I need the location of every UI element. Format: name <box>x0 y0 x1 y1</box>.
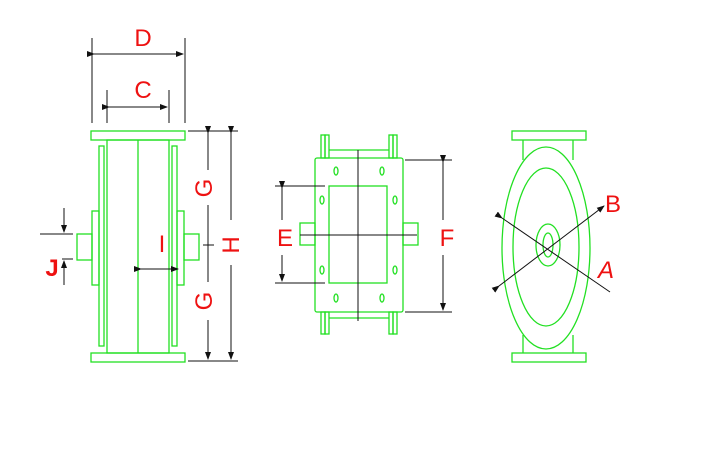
label-G-top: G <box>191 179 218 198</box>
label-E: E <box>277 225 293 252</box>
label-D: D <box>134 25 151 52</box>
label-I: I <box>159 231 166 258</box>
label-G-bottom: G <box>191 292 218 311</box>
label-C: C <box>134 77 151 104</box>
dimension-B <box>491 205 605 293</box>
side-view-dimensions: D C I J G G H <box>40 25 245 362</box>
end-view: B A <box>491 130 621 363</box>
label-H: H <box>218 236 245 253</box>
label-A: A <box>596 257 614 284</box>
label-J: J <box>45 255 58 282</box>
label-B: B <box>605 191 621 218</box>
front-view-dimensions: E F <box>275 155 455 313</box>
label-F: F <box>440 225 455 252</box>
front-view <box>299 134 419 335</box>
side-view <box>76 130 200 363</box>
